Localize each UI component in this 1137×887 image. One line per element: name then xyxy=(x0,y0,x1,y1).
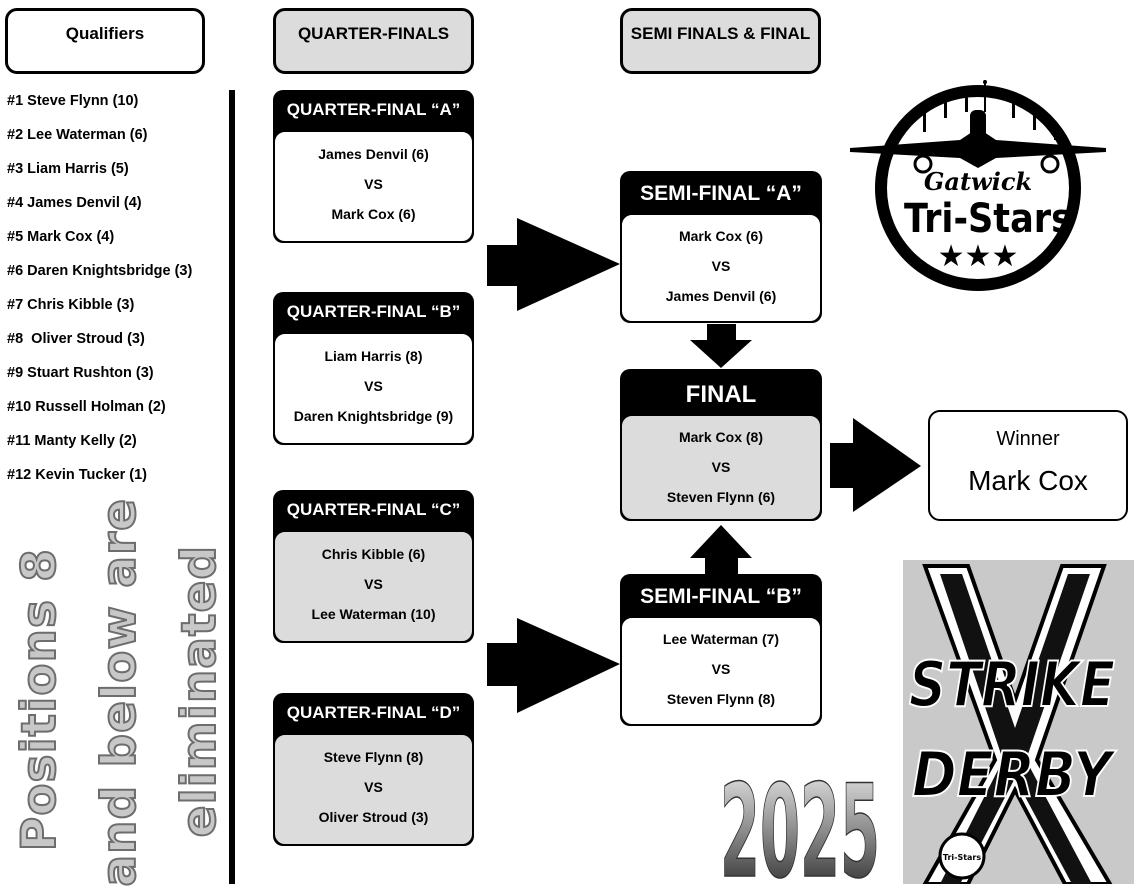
match-card: Chris Kibble (6) VS Lee Waterman (10) xyxy=(273,530,474,643)
match-card: Steve Flynn (8) VS Oliver Stroud (3) xyxy=(273,733,474,846)
arrow-up-icon xyxy=(690,525,752,574)
player-one: Steve Flynn (8) xyxy=(323,749,424,765)
player-two: Steven Flynn (8) xyxy=(666,691,776,707)
qualifier-row: #12 Kevin Tucker (1) xyxy=(7,467,147,483)
qualifier-row: #7 Chris Kibble (3) xyxy=(7,297,135,313)
semi-final-title: SEMI-FINAL “A” xyxy=(640,182,802,205)
arrow-right-icon xyxy=(487,218,620,311)
player-two: Daren Knightsbridge (9) xyxy=(293,408,454,424)
qualifier-row: #10 Russell Holman (2) xyxy=(7,399,166,415)
qualifiers-list: #1 Steve Flynn (10) #2 Lee Waterman (6) … xyxy=(7,93,232,501)
quarter-final-c: QUARTER-FINAL “C” Chris Kibble (6) VS Le… xyxy=(273,490,474,643)
qualifiers-header: Qualifiers xyxy=(5,8,205,74)
divider-line xyxy=(229,90,235,884)
semi-finals-header: SEMI FINALS & FINAL xyxy=(620,8,821,74)
vs-label: VS xyxy=(711,258,731,274)
quarter-finals-header: QUARTER-FINALS xyxy=(273,8,474,74)
qualifier-row: #4 James Denvil (4) xyxy=(7,195,142,211)
vs-label: VS xyxy=(364,378,383,394)
match-card: Lee Waterman (7) VS Steven Flynn (8) xyxy=(620,616,822,726)
qualifier-row: #11 Manty Kelly (2) xyxy=(7,433,137,449)
winner-box: Winner Mark Cox xyxy=(928,410,1128,521)
vs-label: VS xyxy=(364,576,383,592)
match-card: Liam Harris (8) VS Daren Knightsbridge (… xyxy=(273,332,474,445)
match-card: Mark Cox (6) VS James Denvil (6) xyxy=(620,213,822,323)
quarter-final-title: QUARTER-FINAL “D” xyxy=(286,703,461,722)
quarter-final-b: QUARTER-FINAL “B” Liam Harris (8) VS Dar… xyxy=(273,292,474,445)
quarter-final-title: QUARTER-FINAL “A” xyxy=(286,100,461,119)
player-one: Mark Cox (8) xyxy=(678,429,764,445)
match-card: Mark Cox (8) VS Steven Flynn (6) xyxy=(620,414,822,521)
player-two: James Denvil (6) xyxy=(665,288,777,304)
quarter-final-a: QUARTER-FINAL “A” James Denvil (6) VS Ma… xyxy=(273,90,474,243)
player-two: Mark Cox (6) xyxy=(331,206,416,222)
winner-label: Winner xyxy=(996,428,1060,450)
final-match: FINAL Mark Cox (8) VS Steven Flynn (6) xyxy=(620,369,822,521)
qualifier-row: #8 Oliver Stroud (3) xyxy=(7,331,145,347)
match-card: James Denvil (6) VS Mark Cox (6) xyxy=(273,130,474,243)
player-one: Chris Kibble (6) xyxy=(321,546,426,562)
winner-name: Mark Cox xyxy=(968,465,1088,496)
arrow-right-icon xyxy=(830,418,921,512)
player-one: James Denvil (6) xyxy=(318,146,429,162)
semi-final-title: SEMI-FINAL “B” xyxy=(640,585,802,608)
arrow-right-icon xyxy=(487,618,620,713)
semi-final-b: SEMI-FINAL “B” Lee Waterman (7) VS Steve… xyxy=(620,574,822,726)
semi-final-a: SEMI-FINAL “A” Mark Cox (6) VS James Den… xyxy=(620,171,822,323)
quarter-final-title: QUARTER-FINAL “B” xyxy=(286,302,461,321)
qualifier-row: #1 Steve Flynn (10) xyxy=(7,93,139,109)
player-one: Liam Harris (8) xyxy=(324,348,423,364)
qualifier-row: #2 Lee Waterman (6) xyxy=(7,127,148,143)
qualifier-row: #5 Mark Cox (4) xyxy=(7,229,115,245)
final-title: FINAL xyxy=(685,381,757,408)
player-two: Oliver Stroud (3) xyxy=(318,809,429,825)
qualifier-row: #6 Daren Knightsbridge (3) xyxy=(7,263,193,279)
player-one: Lee Waterman (7) xyxy=(662,631,780,647)
vs-label: VS xyxy=(711,459,731,475)
quarter-final-d: QUARTER-FINAL “D” Steve Flynn (8) VS Oli… xyxy=(273,693,474,846)
player-two: Steven Flynn (6) xyxy=(666,489,776,505)
vs-label: VS xyxy=(364,779,383,795)
quarter-final-title: QUARTER-FINAL “C” xyxy=(286,500,461,519)
qualifier-row: #9 Stuart Rushton (3) xyxy=(7,365,154,381)
vs-label: VS xyxy=(364,176,383,192)
qualifier-row: #3 Liam Harris (5) xyxy=(7,161,129,177)
arrow-down-icon xyxy=(690,324,752,368)
vs-label: VS xyxy=(711,661,731,677)
player-two: Lee Waterman (10) xyxy=(311,606,436,622)
player-one: Mark Cox (6) xyxy=(678,228,764,244)
